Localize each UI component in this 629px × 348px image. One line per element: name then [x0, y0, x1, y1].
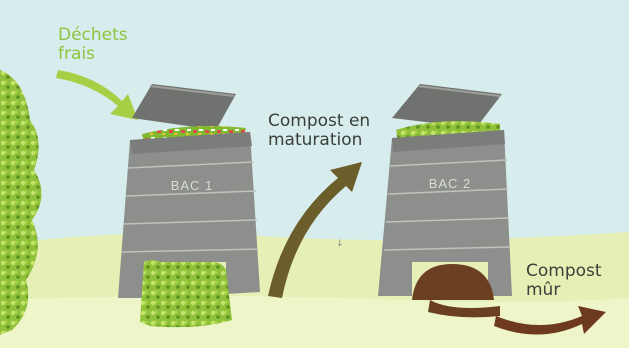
maturing-compost-label-line1: Compost en — [268, 111, 371, 131]
mature-compost-arrow — [494, 306, 606, 335]
bin-2-lid — [392, 84, 502, 128]
fresh-waste-arrow — [56, 70, 138, 120]
bin-2-body — [378, 130, 512, 296]
grass-light-band — [0, 296, 629, 348]
bin-2-mature-compost — [412, 264, 494, 300]
bin-1-compost-pile — [140, 260, 232, 328]
fresh-waste-label-line2: frais — [58, 44, 95, 65]
bin-1-lid — [132, 84, 236, 130]
left-bush — [0, 70, 42, 335]
bin-1 — [118, 84, 260, 328]
fresh-waste-label-line1: Déchets — [58, 25, 128, 45]
fresh-waste-label: Déchets frais — [58, 25, 128, 65]
mature-compost-label-line1: Compost — [526, 261, 602, 281]
bin-2-label: BAC 2 — [428, 176, 472, 191]
maturation-arrow — [268, 162, 362, 298]
bin-2 — [378, 84, 512, 318]
small-mark: ↓ — [336, 239, 344, 249]
maturing-compost-label-line2: maturation — [268, 130, 363, 151]
bin-1-label: BAC 1 — [170, 178, 214, 193]
mature-compost-label: Compost mûr — [526, 261, 602, 301]
bin-1-body — [118, 132, 260, 298]
mature-compost-label-line2: mûr — [526, 280, 561, 301]
maturing-compost-label: Compost en maturation — [268, 111, 371, 151]
